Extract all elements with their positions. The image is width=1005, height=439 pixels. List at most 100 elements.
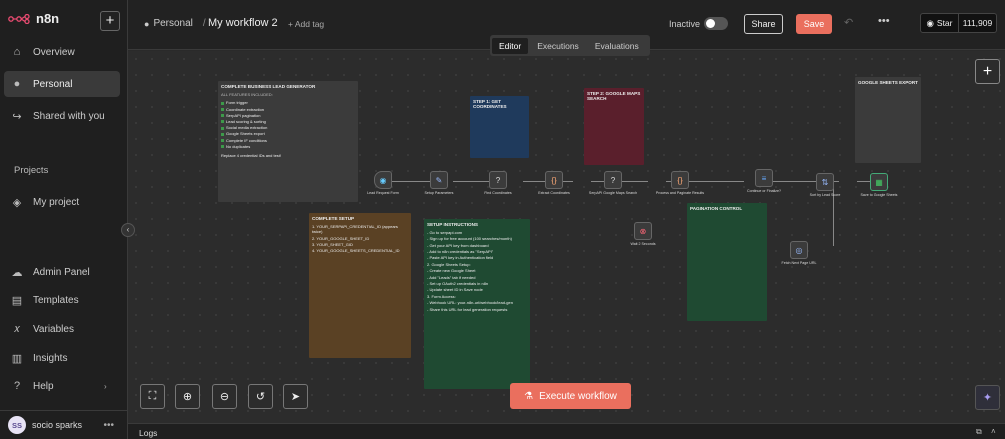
- sidebar-item-label: Shared with you: [33, 110, 105, 122]
- note-item: 4. YOUR_GOOGLE_SHEETS_CREDENTIAL_ID: [312, 248, 400, 254]
- chevron-up-icon[interactable]: ˄: [991, 427, 996, 436]
- note-title: STEP 1: GET COORDINATES: [473, 99, 507, 110]
- execute-workflow-button[interactable]: ⚗ Execute workflow: [510, 383, 631, 409]
- form-trigger-icon: ◉: [379, 175, 387, 185]
- execute-workflow-label: Execute workflow: [539, 390, 617, 402]
- edit-icon: ✎: [435, 175, 443, 185]
- node-fetch-next-page[interactable]: ◎: [790, 241, 808, 259]
- note-title: GOOGLE SHEETS EXPORT: [858, 80, 918, 85]
- zoom-in-icon[interactable]: ⊕: [175, 384, 200, 409]
- note-item: - Sign up for free account (100 searches…: [427, 236, 512, 242]
- breadcrumb[interactable]: ● Personal /: [144, 18, 206, 29]
- sidebar-item-help[interactable]: ? Help ›: [4, 373, 120, 399]
- code-icon: {}: [551, 175, 557, 185]
- view-tabs: Editor Executions Evaluations: [490, 35, 650, 56]
- node-serpapi-search[interactable]: ?: [604, 171, 622, 189]
- sort-icon: ⇅: [821, 177, 829, 187]
- sidebar-item-label: Help: [33, 380, 54, 392]
- sticky-note-complete-setup[interactable]: COMPLETE SETUP 1. YOUR_SERPAPI_CREDENTIA…: [309, 213, 411, 358]
- github-star-button[interactable]: ◉ Star: [920, 13, 959, 33]
- sidebar-item-label: Templates: [33, 294, 79, 306]
- tab-editor[interactable]: Editor: [492, 37, 529, 54]
- connection-line: [381, 181, 436, 182]
- node-extract-coordinates[interactable]: {}: [545, 171, 563, 189]
- sidebar-item-insights[interactable]: ▥ Insights: [4, 345, 120, 371]
- note-item: - Get your API key from dashboard: [427, 242, 489, 248]
- note-item: Google Sheets export: [221, 131, 355, 136]
- node-label: Setup Parameters: [424, 191, 454, 195]
- note-title: PAGINATION CONTROL: [690, 206, 743, 211]
- note-item: - Add "Leads" tab if needed: [427, 274, 476, 280]
- activate-toggle[interactable]: [704, 17, 728, 30]
- note-item: 1. YOUR_SERPAPI_CREDENTIAL_ID (appears t…: [312, 224, 398, 235]
- unknown-node-icon: ?: [495, 175, 501, 185]
- sidebar-item-label: My project: [33, 196, 80, 208]
- sidebar-item-variables[interactable]: 𝑥 Variables: [4, 316, 120, 342]
- note-item: Social media extraction: [221, 125, 355, 130]
- logs-label: Logs: [139, 428, 158, 438]
- node-setup-parameters[interactable]: ✎: [430, 171, 448, 189]
- switch-icon: ≡: [761, 173, 767, 183]
- sidebar-item-shared[interactable]: ↪ Shared with you: [4, 103, 120, 129]
- sticky-note-pagination[interactable]: PAGINATION CONTROL: [687, 203, 767, 321]
- collapse-sidebar-button[interactable]: ‹: [121, 223, 135, 237]
- reset-zoom-icon[interactable]: ↺: [248, 384, 273, 409]
- user-bar[interactable]: SS socio sparks •••: [0, 410, 128, 439]
- sidebar-item-my-project[interactable]: ◈ My project: [4, 189, 120, 215]
- share-button[interactable]: Share: [744, 14, 783, 34]
- note-item: - Update sheet ID in Save node: [427, 287, 483, 293]
- node-sort-by-lead-score[interactable]: ⇅: [816, 173, 834, 191]
- insights-icon: ▥: [11, 352, 23, 365]
- sidebar-item-templates[interactable]: ▤ Templates: [4, 287, 120, 313]
- templates-icon: ▤: [11, 294, 23, 307]
- layers-icon: ◈: [12, 196, 22, 209]
- tab-executions[interactable]: Executions: [537, 40, 579, 51]
- add-node-button[interactable]: +: [975, 59, 1000, 84]
- tab-evaluations[interactable]: Evaluations: [594, 40, 639, 51]
- ai-assistant-icon[interactable]: ✦: [975, 385, 1000, 410]
- add-tag-button[interactable]: + Add tag: [288, 19, 325, 29]
- sidebar-item-admin-panel[interactable]: ☁ Admin Panel: [4, 259, 120, 285]
- note-item: 2. YOUR_GOOGLE_SHEET_ID: [312, 235, 370, 241]
- breadcrumb-separator: /: [202, 18, 206, 29]
- more-horizontal-icon[interactable]: •••: [878, 15, 890, 27]
- github-star-count[interactable]: 111,909: [959, 13, 997, 33]
- sticky-note-step1[interactable]: STEP 1: GET COORDINATES: [470, 96, 529, 158]
- sticky-note-step2[interactable]: STEP 2: GOOGLE MAPS SEARCH: [584, 88, 644, 165]
- more-horizontal-icon[interactable]: •••: [103, 419, 114, 431]
- logs-panel[interactable]: Logs ⧉ ˄: [128, 423, 1005, 439]
- sticky-note-lead-generator[interactable]: COMPLETE BUSINESS LEAD GENERATOR ALL FEA…: [218, 81, 358, 202]
- pop-out-icon[interactable]: ⧉: [976, 427, 982, 436]
- zoom-out-icon[interactable]: ⊖: [212, 384, 237, 409]
- unknown-node-icon: ?: [610, 175, 616, 185]
- node-label: Extract Coordinates: [538, 191, 570, 195]
- node-process-paginate[interactable]: {}: [671, 171, 689, 189]
- note-item: No duplicates: [221, 144, 355, 149]
- sticky-note-setup-instructions[interactable]: SETUP INSTRUCTIONS - Go to serpapi.com -…: [424, 219, 530, 389]
- note-footer: Replace 4 credential IDs and test!: [221, 153, 282, 159]
- node-save-to-google-sheets[interactable]: ▦: [870, 173, 888, 191]
- tidy-up-icon[interactable]: ➤: [283, 384, 308, 409]
- share-icon: ↪: [12, 110, 22, 123]
- star-label: Star: [936, 18, 953, 28]
- node-label: Sort by Lead Score: [809, 193, 841, 197]
- node-find-coordinates[interactable]: ?: [489, 171, 507, 189]
- breadcrumb-project: Personal: [153, 18, 193, 29]
- note-item: 2. Google Sheets Setup:: [427, 262, 471, 268]
- node-lead-request-form[interactable]: ◉: [374, 171, 392, 189]
- fit-view-icon[interactable]: ⛶: [140, 384, 165, 409]
- sidebar-item-personal[interactable]: ● Personal: [4, 71, 120, 97]
- n8n-logo-icon: [8, 13, 30, 24]
- note-item: - Webhook URL: your-n8n-url/webhook/lead…: [427, 300, 513, 306]
- help-icon: ?: [13, 380, 21, 392]
- save-button[interactable]: Save: [796, 14, 832, 34]
- history-icon[interactable]: ↶: [844, 17, 854, 29]
- sticky-note-sheets-export[interactable]: GOOGLE SHEETS EXPORT: [855, 77, 921, 163]
- create-new-button[interactable]: +: [100, 11, 120, 31]
- brand[interactable]: n8n: [8, 11, 59, 26]
- node-continue-or-finalize[interactable]: ≡: [755, 169, 773, 187]
- sidebar-item-overview[interactable]: ⌂ Overview: [4, 39, 120, 65]
- node-wait-2-seconds[interactable]: ⊗: [634, 222, 652, 240]
- workflow-title[interactable]: My workflow 2: [208, 17, 278, 29]
- workflow-canvas[interactable]: COMPLETE BUSINESS LEAD GENERATOR ALL FEA…: [128, 51, 1005, 423]
